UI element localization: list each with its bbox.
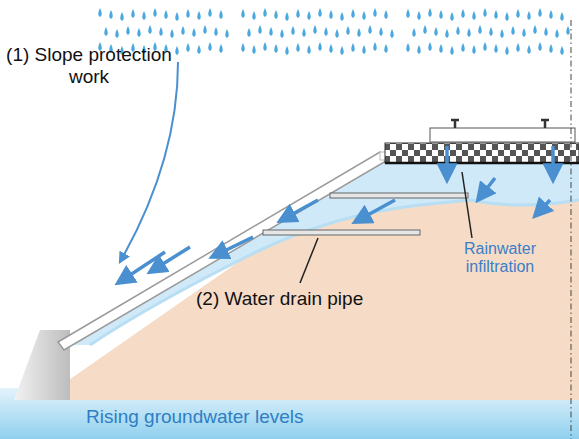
sleeper <box>430 128 575 142</box>
drain-pipe <box>330 193 468 198</box>
drain-pipe <box>263 230 420 235</box>
ballast <box>385 143 579 163</box>
callout-label: (1) Slope protection work <box>4 44 174 88</box>
callout-label: (2) Water drain pipe <box>196 288 426 310</box>
infiltration-label: Rainwater infiltration <box>445 240 555 277</box>
slope-protection <box>58 152 386 350</box>
leader-line <box>300 238 318 283</box>
leader-line <box>120 62 178 262</box>
centerline <box>571 20 572 439</box>
leader-line <box>462 172 472 238</box>
groundwater-label: Rising groundwater levels <box>86 406 386 428</box>
